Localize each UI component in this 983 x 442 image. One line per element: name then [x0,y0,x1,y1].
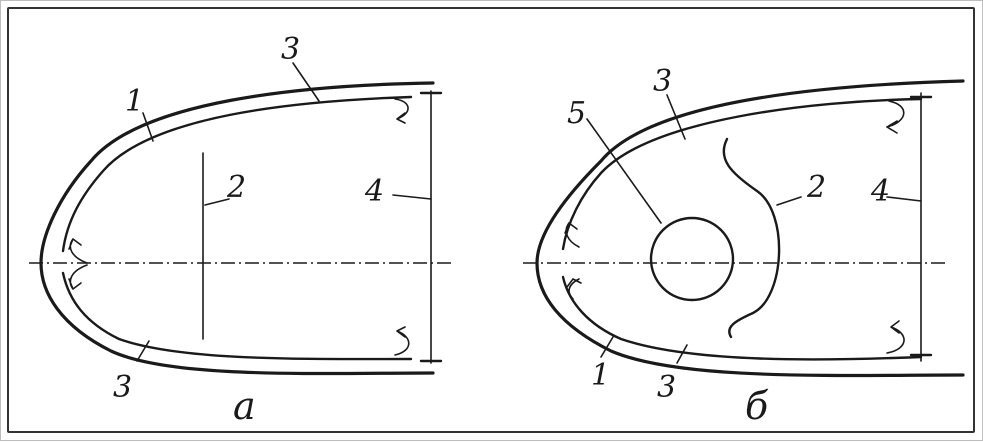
panel-a-leader-3-bottom [136,340,150,362]
panel-b-leader-3-top [666,94,686,140]
panel-b-arrow-nose-lower [566,278,582,300]
panel-b-leader-2 [776,196,802,206]
panel-a-leader-4 [392,194,432,200]
panel-b-arrow-bottom-right [886,320,905,354]
panel-b-outer-contour [535,79,965,378]
panel-a-label-3-top: 3 [281,32,300,67]
panel-b-label-5: 5 [567,96,586,131]
panel-b: 1 2 3 3 4 5 б [523,64,965,428]
panel-a-upper-channel-wall [61,95,413,253]
panel-b-leader-4 [886,196,922,202]
panel-b-label-4: 4 [870,174,890,209]
panel-b-label-3-top: 3 [653,64,672,99]
panel-b-leader-1 [600,336,614,358]
panel-b-caption: б [745,384,769,428]
panel-b-spar-circle [649,216,735,302]
panel-a-arrow-bottom-right [394,326,410,356]
panel-b-arrow-top-right [886,100,905,134]
panel-a-arrow-nose-upper [68,238,88,264]
panel-a: 1 2 3 3 4 а [29,32,453,428]
panel-a-label-4: 4 [364,174,384,209]
panel-b-label-3-bottom: 3 [657,370,676,405]
panel-b-lower-channel-wall [561,275,923,361]
panel-a-arrow-top-right [394,98,409,124]
panel-b-arrow-nose-upper [564,222,580,248]
panel-b-leader-5 [586,118,662,224]
panel-b-curved-partition [722,137,781,339]
panel-a-label-3-bottom: 3 [113,370,132,405]
panel-a-caption: а [233,384,256,428]
panel-a-leader-2 [204,198,230,206]
panel-a-label-2: 2 [226,170,246,205]
panel-a-leader-3-top [292,62,320,102]
panel-b-label-2: 2 [806,170,826,205]
panel-a-arrow-nose-lower [68,264,88,290]
panel-a-outer-contour [39,81,435,376]
panel-a-lower-channel-wall [61,271,413,361]
panel-a-label-1: 1 [125,84,144,119]
panel-a-leader-1 [142,112,154,142]
figure-border [7,7,975,433]
panel-b-upper-channel-wall [561,97,923,251]
panel-b-leader-3-bottom [676,344,688,364]
panel-b-label-1: 1 [591,358,610,393]
